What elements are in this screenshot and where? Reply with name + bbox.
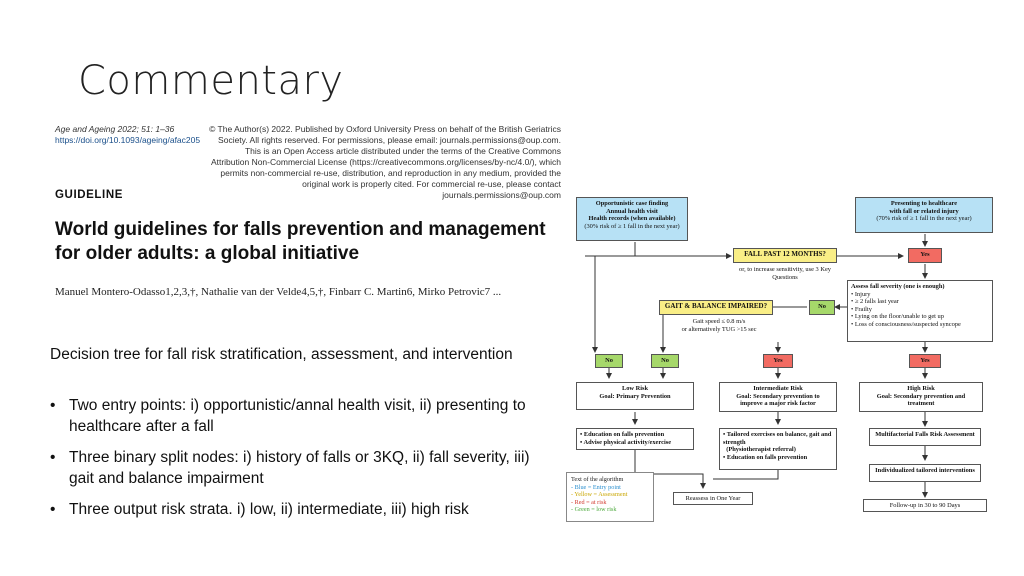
severity-item: • Lying on the floor/unable to get up: [851, 313, 944, 321]
bullet-glyph: •: [50, 501, 56, 518]
inter-risk-line2: Goal: Secondary prevention to: [736, 392, 820, 400]
no-low-box-1: No: [595, 354, 623, 368]
low-risk-box: Low Risk Goal: Primary Prevention: [576, 382, 694, 410]
severity-item-text: Injury: [854, 290, 871, 298]
high-risk-line1: High Risk: [907, 385, 935, 392]
multifactorial-assessment-box: Multifactorial Falls Risk Assessment: [869, 428, 981, 446]
journal-citation: Age and Ageing 2022; 51: 1–36 https://do…: [55, 124, 200, 146]
severity-item-text: Loss of consciousness/suspected syncope: [854, 320, 961, 328]
gait-no-box: No: [809, 300, 835, 315]
entry-opportunistic-box: Opportunistic case finding Annual health…: [576, 197, 688, 241]
entry1-line2: Annual health visit: [606, 207, 658, 215]
low-actions-box: • Education on falls prevention • Advise…: [576, 428, 694, 450]
bullet-glyph: •: [50, 449, 56, 466]
legend-box: Text of the algorithm - Blue = Entry poi…: [566, 472, 654, 522]
flowchart-connectors: [585, 234, 928, 498]
no-low-box-2: No: [651, 354, 679, 368]
high-risk-box: High Risk Goal: Secondary prevention and…: [859, 382, 983, 412]
entry2-line3: (70% risk of ≥ 1 fall in the next year): [876, 215, 972, 223]
yes-severity-box: Yes: [908, 248, 942, 263]
legend-red: - Red = at risk: [571, 498, 607, 506]
entry1-line3: Health records (when available): [588, 215, 676, 223]
bullet-text: Two entry points: i) opportunistic/annal…: [69, 397, 526, 435]
falls-question-note: or, to increase sensitivity, use 3 Key Q…: [727, 264, 843, 282]
legend-green: - Green = low risk: [571, 506, 617, 514]
journal-line: Age and Ageing 2022; 51: 1–36: [55, 124, 175, 134]
bullet-text: Three binary split nodes: i) history of …: [69, 449, 530, 487]
legend-blue: - Blue = Entry point: [571, 483, 621, 491]
fall-severity-box: Assess fall severity (one is enough) • I…: [847, 280, 993, 342]
license-text: © The Author(s) 2022. Published by Oxfor…: [209, 124, 561, 200]
severity-item: • Injury: [851, 290, 871, 298]
low-risk-line2: Goal: Primary Prevention: [599, 392, 671, 400]
legend-yellow: - Yellow = Assessment: [571, 491, 628, 499]
gait-question-note: Gait speed ≤ 0.8 m/s or alternatively TU…: [669, 316, 769, 336]
inter-action-item: • Education on falls prevention: [723, 453, 808, 461]
bullet-text: Three output risk strata. i) low, ii) in…: [69, 501, 469, 518]
inter-action-text: (Physiotherapist referral): [726, 446, 796, 454]
yes-intermediate-box: Yes: [763, 354, 793, 368]
entry1-line4: (30% risk of ≥ 1 fall in the next year): [584, 222, 680, 230]
paper-title: World guidelines for falls prevention an…: [55, 219, 546, 264]
inter-action-text: Tailored exercises on balance, gait and …: [723, 431, 832, 446]
low-action-item: • Education on falls prevention: [580, 431, 665, 438]
section-label: GUIDELINE: [55, 189, 124, 201]
low-risk-line1: Low Risk: [621, 385, 649, 392]
severity-item: • Loss of consciousness/suspected syncop…: [851, 320, 961, 328]
severity-item: • Frailty: [851, 305, 872, 313]
high-risk-line2: Goal: Secondary prevention and: [876, 392, 966, 400]
tailored-interventions-box: Individualized tailored interventions: [869, 464, 981, 482]
severity-item: • ≥ 2 falls last year: [851, 298, 899, 306]
entry1-line1: Opportunistic case finding: [595, 200, 669, 207]
entry2-line2: with fall or related injury: [889, 207, 959, 215]
inter-action-item: (Physiotherapist referral): [723, 446, 833, 454]
falls-question-box: FALL PAST 12 MONTHS?: [733, 248, 837, 263]
slide-title: Commentary: [78, 58, 344, 104]
gait-note-line2: or alternatively TUG >15 sec: [681, 325, 757, 333]
severity-item-text: Lying on the floor/unable to get up: [854, 313, 944, 321]
intermediate-actions-box: • Tailored exercises on balance, gait an…: [719, 428, 837, 470]
body-lead: Decision tree for fall risk stratificati…: [50, 346, 513, 363]
bullet-item: • Three output risk strata. i) low, ii) i…: [50, 499, 540, 520]
entry2-line1: Presenting to healthcare: [890, 200, 958, 207]
inter-risk-line3: improve a major risk factor: [740, 400, 816, 408]
severity-item-text: ≥ 2 falls last year: [854, 298, 899, 306]
gait-note-line1: Gait speed ≤ 0.8 m/s: [692, 318, 746, 325]
paper-header-image: Age and Ageing 2022; 51: 1–36 https://do…: [55, 124, 565, 306]
bullet-item: • Two entry points: i) opportunistic/anna…: [50, 395, 540, 437]
decision-tree-flowchart: Opportunistic case finding Annual health…: [563, 192, 993, 530]
entry-presenting-box: Presenting to healthcare with fall or re…: [855, 197, 993, 233]
bullet-glyph: •: [50, 397, 56, 414]
low-action-item: • Advise physical activity/exercise: [580, 438, 672, 446]
severity-title: Assess fall severity (one is enough): [851, 283, 945, 290]
paper-authors: Manuel Montero-Odasso1,2,3,†, Nathalie v…: [55, 286, 502, 298]
intermediate-risk-box: Intermediate Risk Goal: Secondary preven…: [719, 382, 837, 412]
legend-title: Text of the algorithm: [571, 476, 624, 483]
bullet-list: • Two entry points: i) opportunistic/anna…: [50, 395, 540, 530]
low-action-text: Education on falls prevention: [583, 431, 665, 438]
inter-action-text: Education on falls prevention: [726, 453, 808, 461]
inter-action-item: • Tailored exercises on balance, gait an…: [723, 431, 832, 446]
followup-box: Follow-up in 30 to 90 Days: [863, 499, 987, 512]
severity-item-text: Frailty: [854, 305, 872, 313]
reassess-box: Reassess in One Year: [673, 492, 753, 505]
doi-link: https://doi.org/10.1093/ageing/afac205: [55, 135, 201, 145]
low-action-text: Advise physical activity/exercise: [583, 438, 672, 446]
gait-question-box: GAIT & BALANCE IMPAIRED?: [659, 300, 773, 315]
inter-risk-line1: Intermediate Risk: [753, 385, 803, 392]
bullet-item: • Three binary split nodes: i) history of…: [50, 447, 540, 489]
high-risk-line3: treatment: [907, 400, 935, 408]
yes-high-box: Yes: [909, 354, 941, 368]
